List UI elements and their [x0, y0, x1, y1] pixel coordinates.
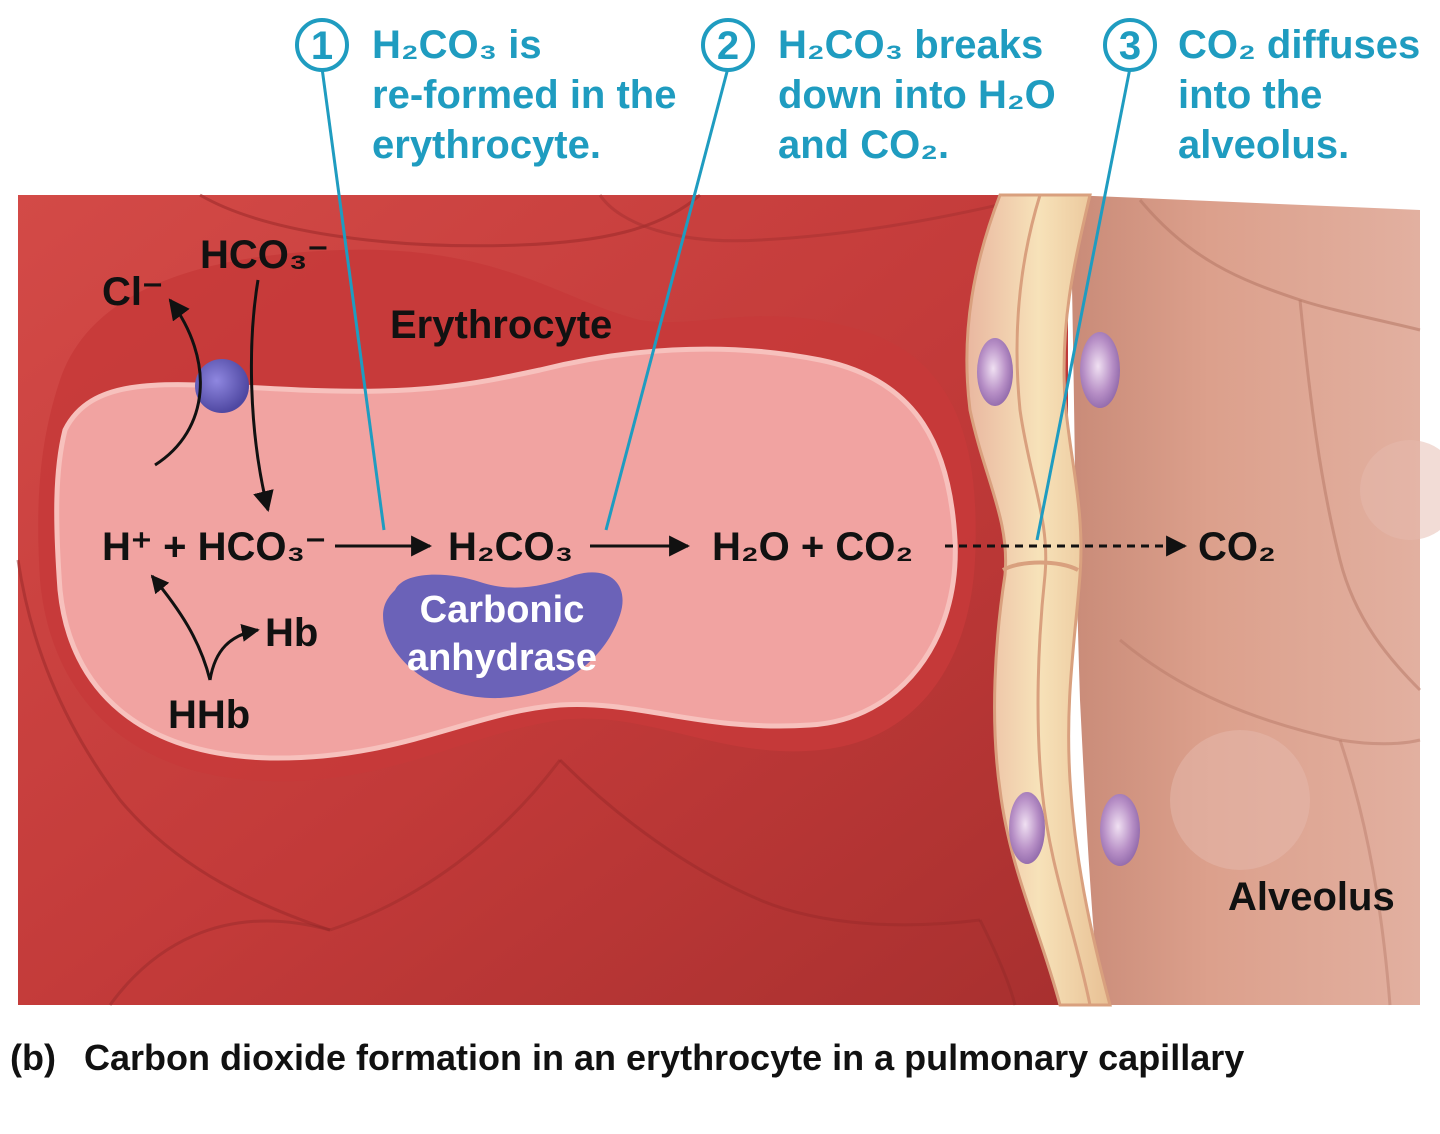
step-line: H₂CO₃ is [372, 23, 542, 67]
carbonic-acid-label: H₂CO₃ [448, 525, 573, 569]
bicarbonate-in-arrow [249, 279, 274, 513]
enzyme-label-line1: Carbonic [420, 589, 585, 631]
alveolus-region [1070, 195, 1440, 1006]
step-line: into the [1178, 73, 1322, 117]
step-line: and CO₂. [778, 123, 949, 167]
step-number: 2 [717, 24, 739, 68]
alveolar-cell-nucleus [1100, 794, 1140, 866]
step-line: erythrocyte. [372, 123, 601, 167]
step-badge-3: 3 [1103, 18, 1157, 72]
step-badge-1: 1 [295, 18, 349, 72]
erythrocyte-label: Erythrocyte [390, 303, 612, 347]
step-line: re-formed in the [372, 73, 676, 117]
step-number: 1 [311, 24, 333, 68]
callout-line-1 [320, 67, 386, 531]
callout-line-2 [604, 67, 730, 531]
step-line: alveolus. [1178, 123, 1349, 167]
diagram-canvas: 1 2 3 H₂CO₃ is re-formed in the erythroc… [16, 18, 1440, 1007]
step-number: 3 [1119, 24, 1141, 68]
enzyme-label-line2: anhydrase [407, 637, 597, 679]
reactants-label: H⁺ + HCO₃⁻ [102, 525, 326, 569]
step-line: CO₂ diffuses [1178, 23, 1420, 67]
alveolus-label: Alveolus [1228, 875, 1395, 919]
co2-alveolus-label: CO₂ [1198, 525, 1276, 569]
callout-line-3 [1035, 67, 1132, 541]
endothelial-nucleus [1009, 792, 1045, 864]
hb-release-arrow [208, 623, 260, 681]
caption-text: Carbon dioxide formation in an erythrocy… [84, 1037, 1245, 1078]
hhb-label: HHb [168, 693, 250, 737]
step-badge-2: 2 [701, 18, 755, 72]
step-line: H₂CO₃ breaks [778, 23, 1043, 67]
erythrocyte [38, 249, 976, 782]
step-text-3: CO₂ diffuses into the alveolus. [1178, 23, 1420, 167]
chloride-label: Cl⁻ [102, 270, 163, 314]
chloride-out-arrow [154, 298, 202, 467]
step-text-2: H₂CO₃ breaks down into H₂O and CO₂. [778, 23, 1056, 167]
carbonic-anhydrase-enzyme [383, 572, 623, 699]
step-line: down into H₂O [778, 73, 1056, 117]
alveolar-cell-nucleus [1080, 332, 1120, 408]
chloride-bicarbonate-exchanger [154, 279, 274, 513]
h-release-arrow [150, 574, 212, 681]
bicarbonate-in-label: HCO₃⁻ [200, 233, 329, 277]
endothelial-nucleus [977, 338, 1013, 406]
step-text-1: H₂CO₃ is re-formed in the erythrocyte. [372, 23, 676, 167]
respiratory-membrane [965, 193, 1140, 1007]
products-label: H₂O + CO₂ [712, 525, 913, 569]
hb-label: Hb [265, 611, 318, 655]
caption-letter: (b) [10, 1037, 56, 1078]
